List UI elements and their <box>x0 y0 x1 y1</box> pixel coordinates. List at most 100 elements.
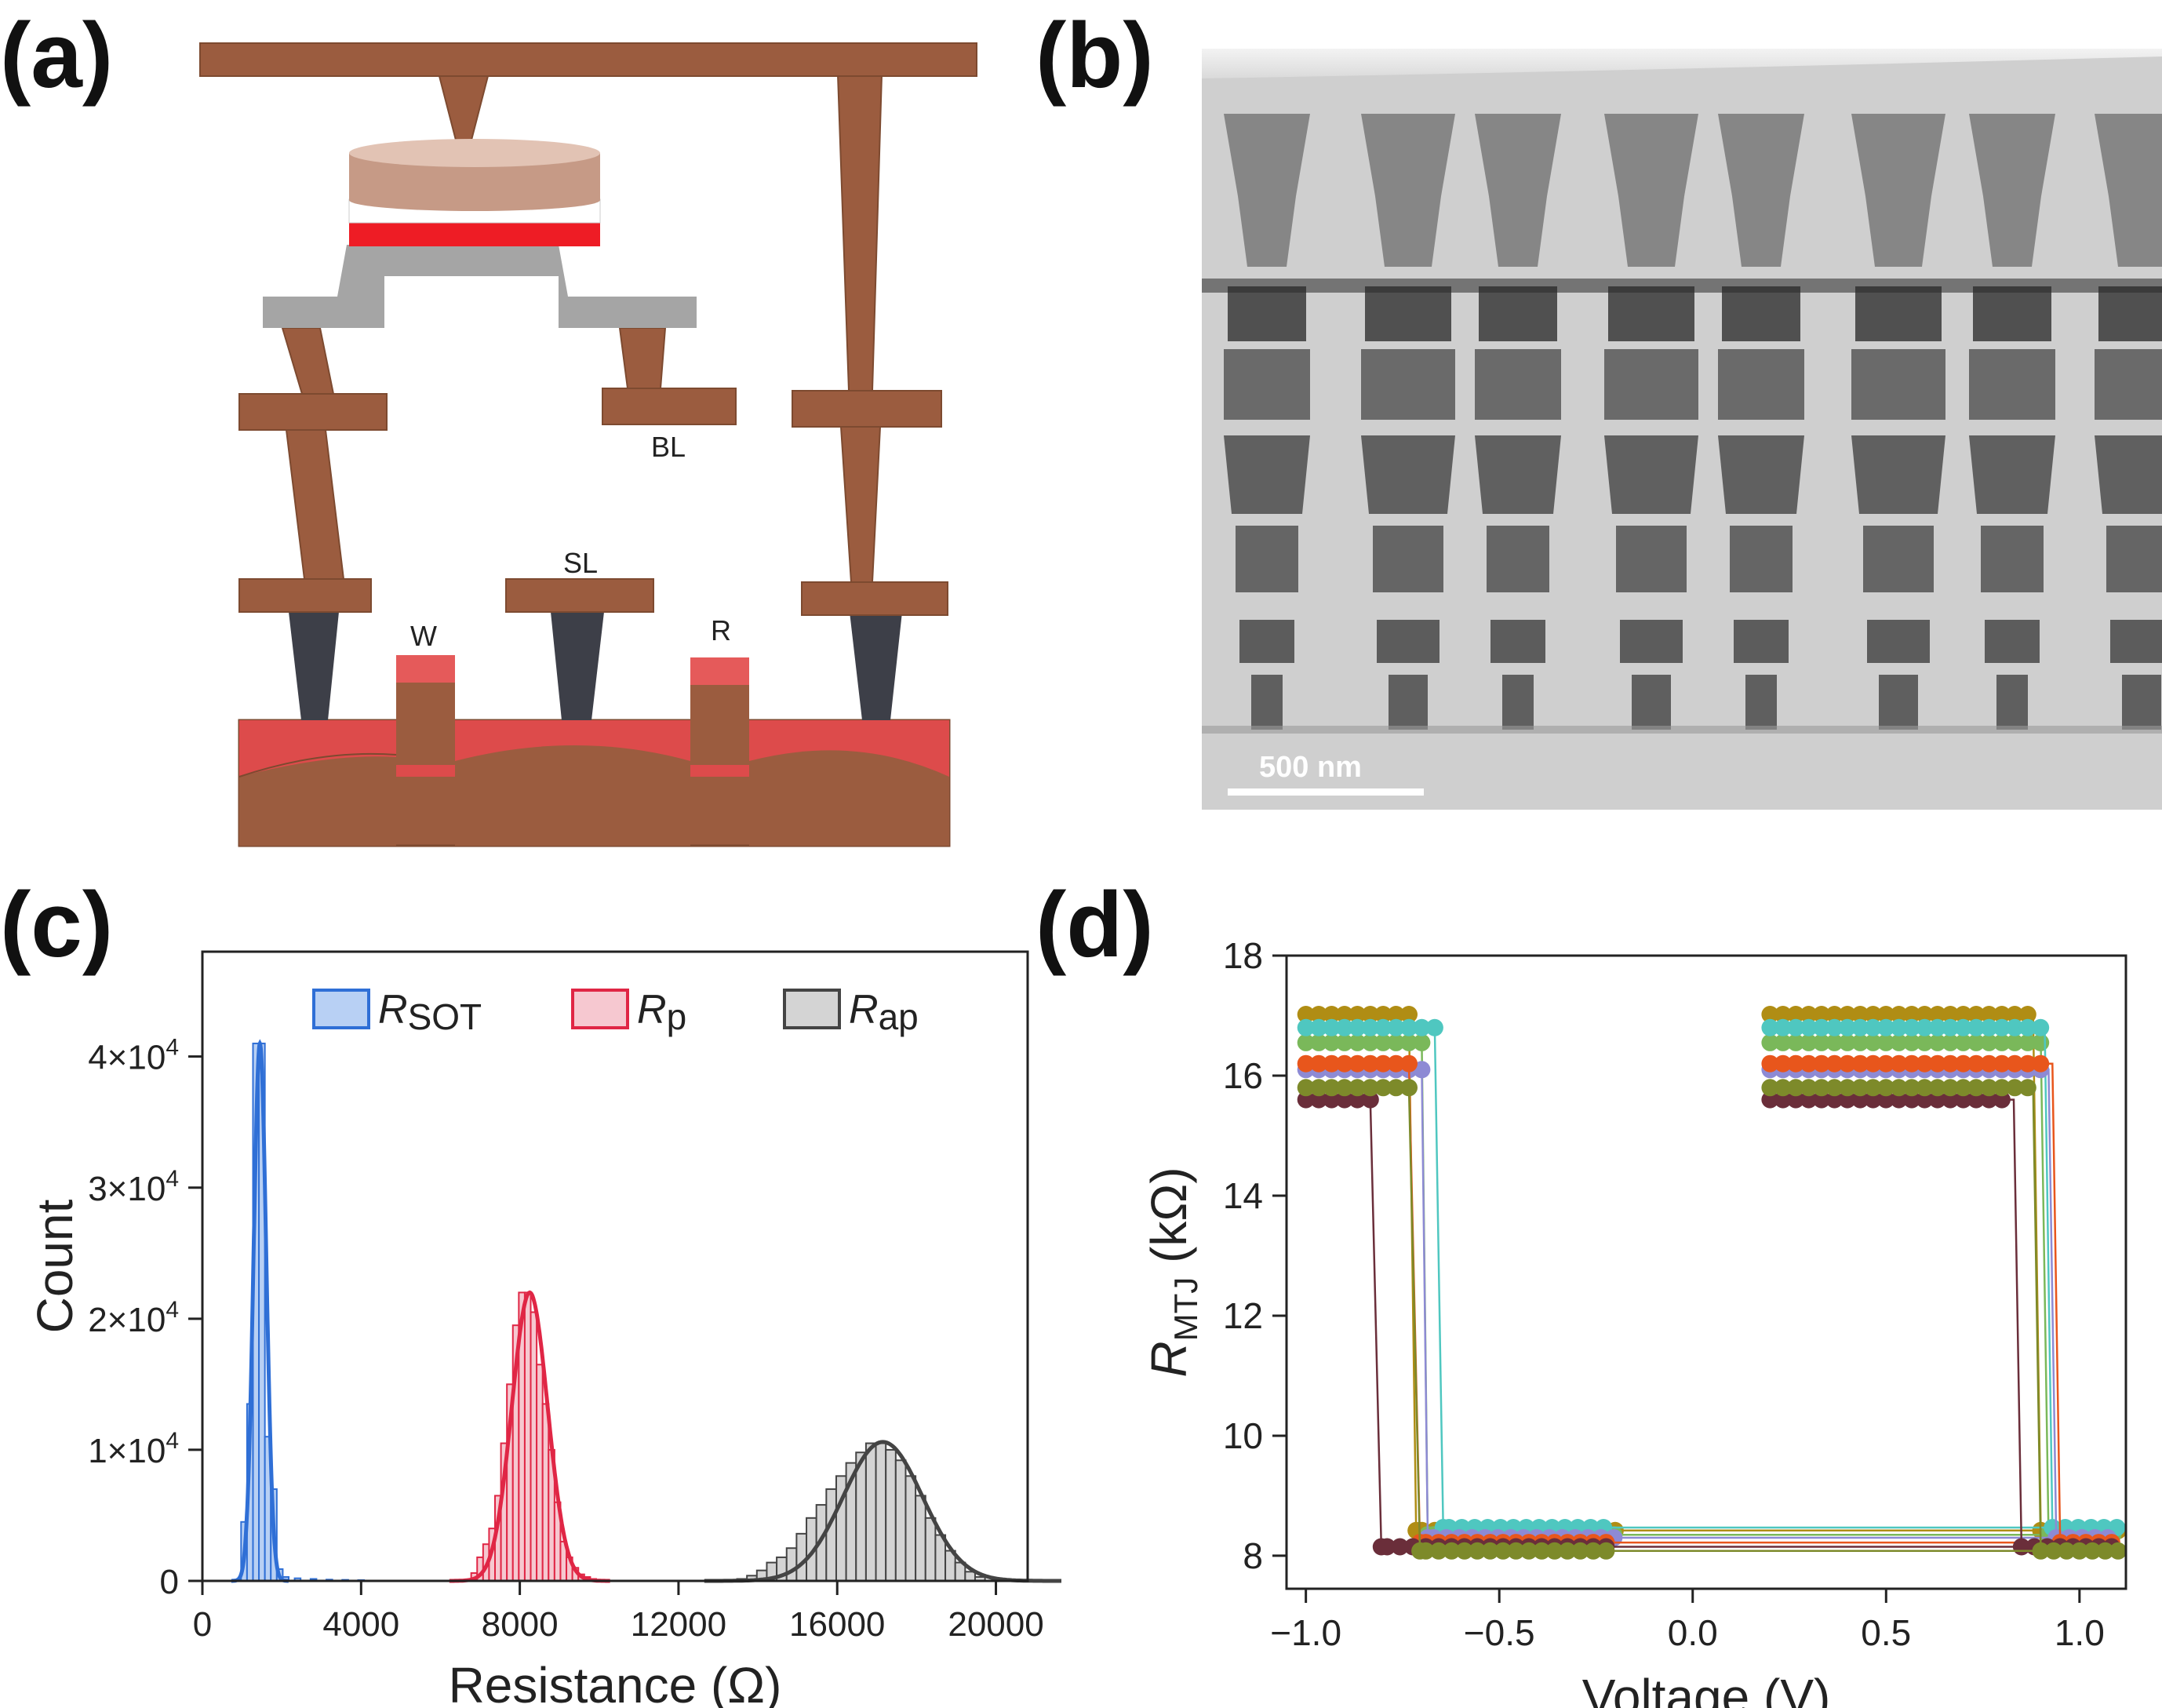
tem-metal-block <box>1981 526 2044 592</box>
data-point <box>1455 1542 1473 1560</box>
data-point <box>1335 1033 1353 1051</box>
tem-metal-block <box>1969 349 2055 420</box>
data-point <box>1928 1091 1946 1109</box>
y-tick-label: 1×104 <box>88 1428 179 1470</box>
y-axis-label: Count <box>27 1199 83 1333</box>
data-point <box>1813 1033 1830 1051</box>
data-point <box>1413 1061 1431 1079</box>
data-point <box>1800 1006 1818 1023</box>
mtj-stack <box>348 139 601 247</box>
tem-contact <box>1745 675 1777 730</box>
x-tick-label: 1.0 <box>2055 1612 2105 1653</box>
data-point <box>2084 1542 2102 1560</box>
data-point <box>1942 1033 1960 1051</box>
w-label: W <box>410 620 437 652</box>
data-point <box>1429 1542 1447 1560</box>
data-point <box>1387 1018 1405 1036</box>
plot-frame <box>201 950 1029 1582</box>
w-pillar <box>396 655 455 765</box>
x-tick-label: 0.0 <box>1668 1612 1718 1653</box>
data-point <box>1851 1033 1869 1051</box>
data-point <box>1916 1033 1934 1051</box>
data-point <box>1967 1091 1985 1109</box>
data-point <box>1761 1006 1779 1023</box>
tem-metal-block <box>1608 286 1694 341</box>
data-point <box>1838 1091 1856 1109</box>
data-point <box>1825 1018 1844 1036</box>
data-point <box>1903 1033 1920 1051</box>
legend-swatch <box>312 989 370 1029</box>
x-tick-label: −0.5 <box>1464 1612 1535 1653</box>
data-point <box>1374 1079 1392 1097</box>
panel-label-c: (c) <box>0 873 114 977</box>
data-point <box>1297 1079 1315 1097</box>
data-point <box>1813 1091 1830 1109</box>
data-point <box>1967 1018 1985 1036</box>
data-point <box>1967 1006 1985 1023</box>
data-point <box>1993 1054 2011 1073</box>
tem-contact <box>1879 675 1918 730</box>
tem-metal-block <box>1479 286 1557 341</box>
data-point <box>1942 1054 1960 1073</box>
data-point <box>1774 1079 1792 1097</box>
data-point <box>1838 1018 1856 1036</box>
legend-entry: Rap <box>783 987 919 1037</box>
data-point <box>1864 1033 1882 1051</box>
y-tick-label: 4×104 <box>88 1035 179 1077</box>
y-tick-label: 8 <box>1243 1535 1263 1576</box>
tem-contact <box>1490 620 1545 663</box>
legend-entry: Rp <box>571 987 686 1037</box>
tem-metal-block <box>1616 526 1687 592</box>
data-point <box>1877 1079 1895 1097</box>
legend-swatch <box>571 989 629 1029</box>
series-fit-curve <box>231 1039 289 1583</box>
data-point <box>2032 1054 2050 1073</box>
data-point <box>1825 1091 1844 1109</box>
data-point <box>1954 1079 1972 1097</box>
tem-contact <box>1734 620 1789 663</box>
x-tick-label: 20000 <box>948 1605 1043 1644</box>
data-point <box>1916 1006 1934 1023</box>
series-fit-curve <box>704 1440 1061 1583</box>
data-point <box>1597 1542 1615 1560</box>
data-point <box>1761 1091 1779 1109</box>
data-point <box>2044 1542 2062 1560</box>
legend-label: Rap <box>849 987 919 1037</box>
data-point <box>1942 1091 1960 1109</box>
tem-metal-block <box>1365 286 1451 341</box>
data-point <box>1954 1006 1972 1023</box>
data-point <box>1297 1054 1315 1073</box>
data-point <box>1481 1542 1499 1560</box>
data-point <box>1800 1079 1818 1097</box>
data-point <box>1916 1079 1934 1097</box>
tem-metal-block <box>2095 349 2162 420</box>
data-point <box>1349 1091 1367 1109</box>
data-point <box>1825 1054 1844 1073</box>
x-tick-label: 0.5 <box>1861 1612 1911 1653</box>
data-point <box>1378 1538 1396 1556</box>
data-point <box>2032 1033 2050 1051</box>
data-point <box>1335 1018 1353 1036</box>
data-point <box>1787 1033 1805 1051</box>
tem-contact <box>2122 675 2161 730</box>
data-point <box>2006 1079 2024 1097</box>
data-point <box>1928 1018 1946 1036</box>
data-point <box>1838 1033 1856 1051</box>
data-point <box>1559 1542 1577 1560</box>
tem-metal-block <box>1361 435 1455 514</box>
tem-substrate-line <box>1202 726 2162 734</box>
data-point <box>1903 1018 1920 1036</box>
data-point <box>1903 1054 1920 1073</box>
data-point <box>1413 1033 1431 1051</box>
tem-metal-block <box>1475 349 1561 420</box>
data-point <box>1335 1006 1353 1023</box>
tem-metal-block <box>1236 526 1298 592</box>
data-point <box>1967 1054 1985 1073</box>
data-point <box>1335 1079 1353 1097</box>
data-point <box>1903 1006 1920 1023</box>
data-point <box>1761 1054 1779 1073</box>
tem-metal-block <box>1730 526 1793 592</box>
data-point <box>1310 1091 1328 1109</box>
data-point <box>1323 1054 1341 1073</box>
